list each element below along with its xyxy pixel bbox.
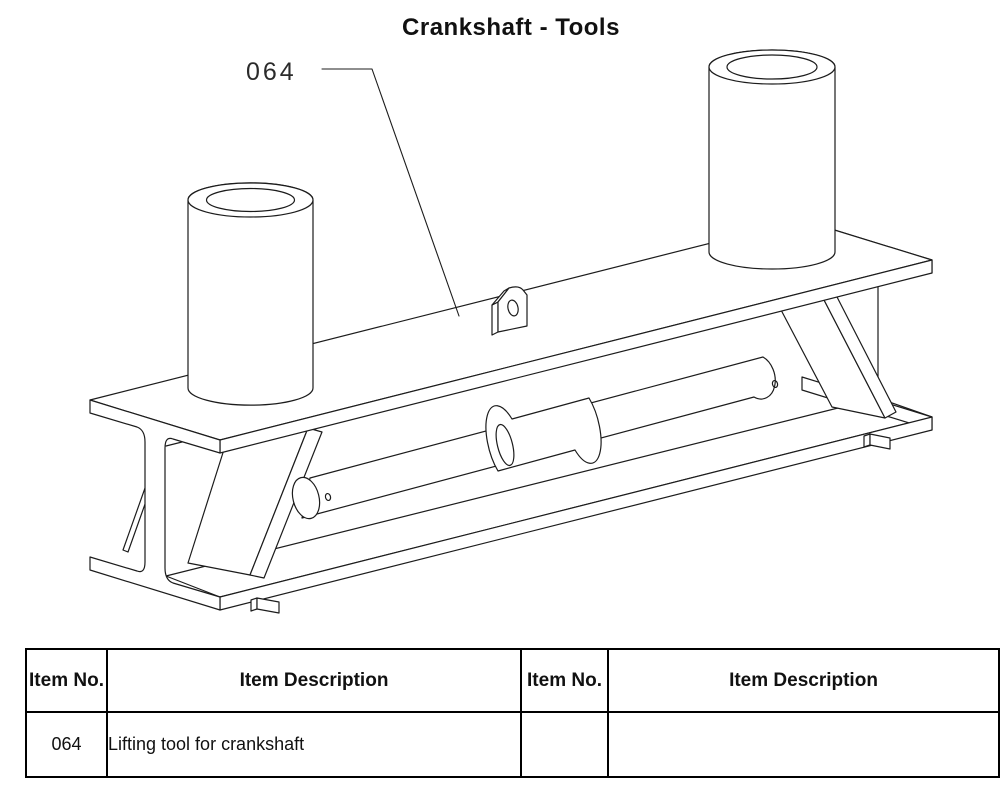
callout-label: 064: [246, 58, 297, 86]
rod-collar: [485, 397, 602, 472]
rod-right-hole: [771, 379, 779, 389]
header-item-description-right: Item Description: [607, 648, 1000, 713]
left-tube-bore: [205, 187, 296, 213]
cell-description: Lifting tool for crankshaft: [106, 711, 522, 778]
right-tube-bore: [726, 54, 818, 80]
parts-table-header-row: Item No. Item Description Item No. Item …: [25, 648, 1000, 713]
page-title: Crankshaft - Tools: [402, 14, 620, 41]
spreader-rod: [291, 356, 779, 520]
cell-description-2: [607, 711, 1000, 778]
cell-item-no-2: [520, 711, 609, 778]
header-item-description-left: Item Description: [106, 648, 522, 713]
header-item-no-right: Item No.: [520, 648, 609, 713]
beam-i-section-end-face: [89, 399, 221, 611]
left-tube: [187, 182, 314, 406]
lug-hole: [507, 299, 519, 317]
parts-table-row: 064 Lifting tool for crankshaft: [25, 711, 1000, 778]
parts-table: Item No. Item Description Item No. Item …: [25, 648, 1000, 778]
right-tube: [708, 49, 836, 270]
left-foot-block: [250, 597, 280, 614]
callout-leader-line: [321, 68, 460, 317]
lifting-lug: [491, 286, 528, 336]
rod-left-hole: [324, 492, 332, 502]
header-item-no-left: Item No.: [25, 648, 108, 713]
cell-item-no: 064: [25, 711, 108, 778]
right-foot-block: [863, 433, 891, 450]
